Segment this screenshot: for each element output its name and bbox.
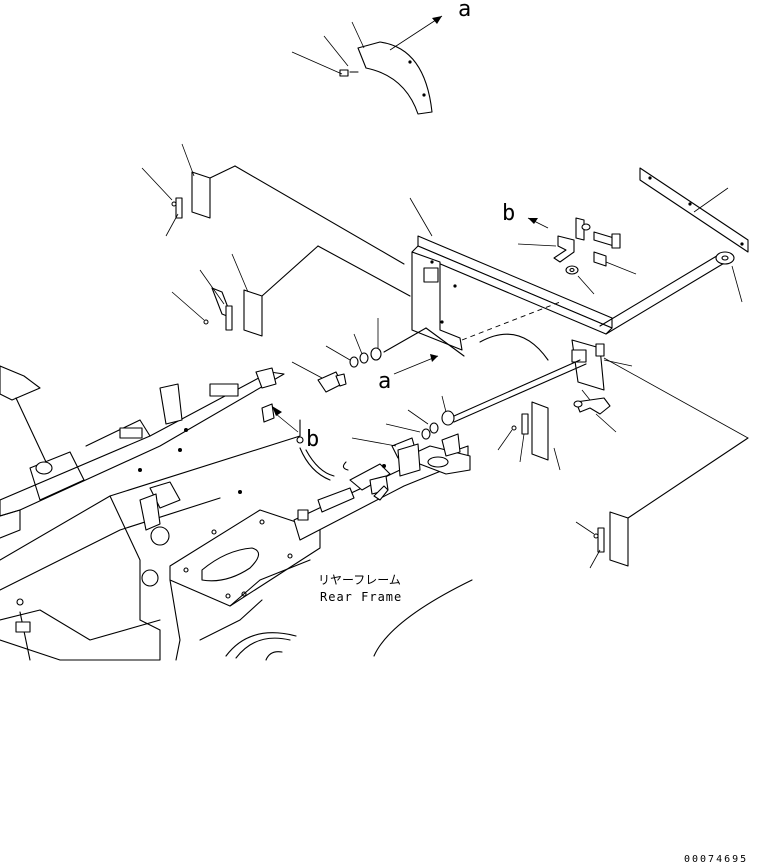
- bolt-washer-set-upper: [291, 318, 465, 393]
- marker-b-top: b: [502, 201, 515, 226]
- frame-label-en: Rear Frame: [320, 590, 402, 604]
- rear-frame: [0, 365, 473, 661]
- marker-b-mid: b: [306, 427, 319, 452]
- frame-label-jp: リヤーフレーム: [318, 573, 401, 587]
- top-cover-plate: [291, 15, 443, 115]
- clip-bracket-group: [517, 217, 637, 295]
- marker-a-top: a: [458, 0, 471, 22]
- mid-right-plate-group: [497, 401, 561, 471]
- marker-a-mid: a: [378, 369, 391, 394]
- right-bracket: [571, 339, 749, 439]
- mid-left-plate-group: [171, 245, 411, 337]
- drawing-number: 00074695: [684, 854, 748, 865]
- rod: [599, 251, 743, 335]
- small-clamp: [573, 389, 617, 433]
- lower-right-plate-group: [575, 437, 749, 569]
- upper-left-plate-group: [141, 143, 405, 265]
- flat-strap: [639, 167, 749, 253]
- long-bracket: [409, 197, 613, 361]
